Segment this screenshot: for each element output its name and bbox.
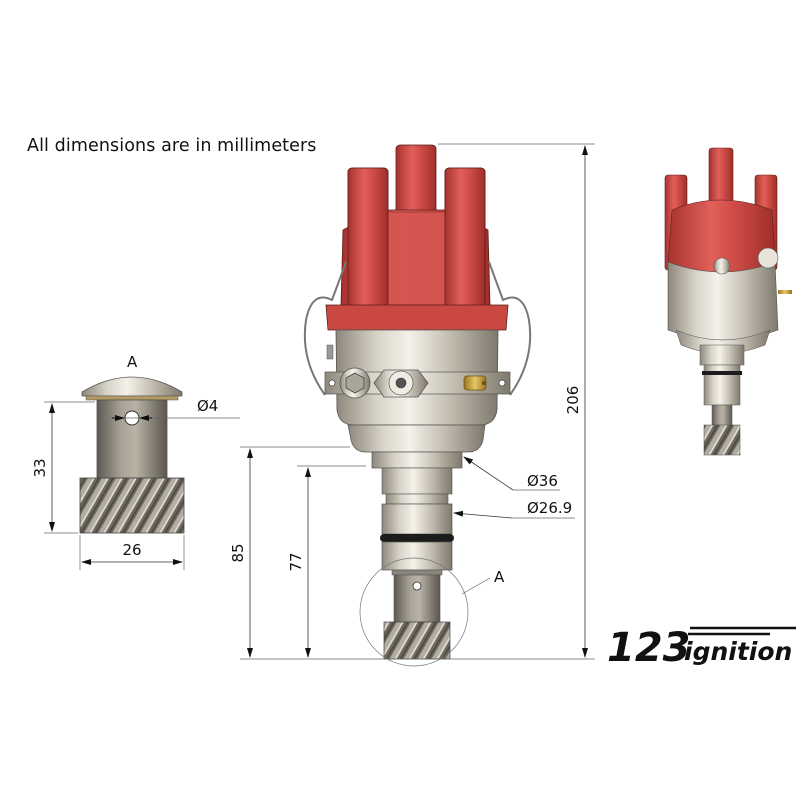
shaft — [96, 399, 168, 479]
logo-number: 123 — [607, 625, 691, 671]
units-note: All dimensions are in millimeters — [27, 136, 317, 156]
dim-pin-hole: Ø4 — [197, 397, 218, 415]
iso-gear — [703, 424, 741, 456]
detail-view-a: A Ø4 33 26 — [31, 353, 240, 570]
dim-body-to-bottom: 85 — [229, 543, 247, 562]
spring-clip-right — [488, 261, 532, 396]
collar — [371, 451, 463, 469]
distributor-front-view: A — [303, 144, 532, 667]
detail-callout-label: A — [494, 568, 505, 586]
logo-word: ignition — [684, 637, 792, 666]
distributor-iso-view — [664, 147, 792, 456]
drive-gear — [79, 477, 185, 534]
dim-gear-width: 26 — [122, 541, 141, 559]
drive-gear-front — [383, 621, 451, 660]
o-ring — [380, 534, 454, 542]
detail-view-label: A — [127, 353, 138, 371]
brand-logo: 123 ignition — [607, 625, 796, 671]
spring-clip-left — [303, 261, 347, 396]
dim-shank-diameter: Ø26.9 — [527, 499, 572, 517]
dim-detail-height: 33 — [31, 458, 49, 477]
dim-shank-to-bottom: 77 — [287, 552, 305, 571]
pin-cap — [81, 376, 183, 397]
shank — [381, 467, 453, 495]
dim-collar-diameter: Ø36 — [527, 472, 558, 490]
front-view-dimensions: 206 85 77 Ø36 Ø26.9 — [229, 143, 595, 660]
detail-circle-a — [359, 557, 469, 667]
dim-overall-height: 206 — [564, 386, 582, 415]
